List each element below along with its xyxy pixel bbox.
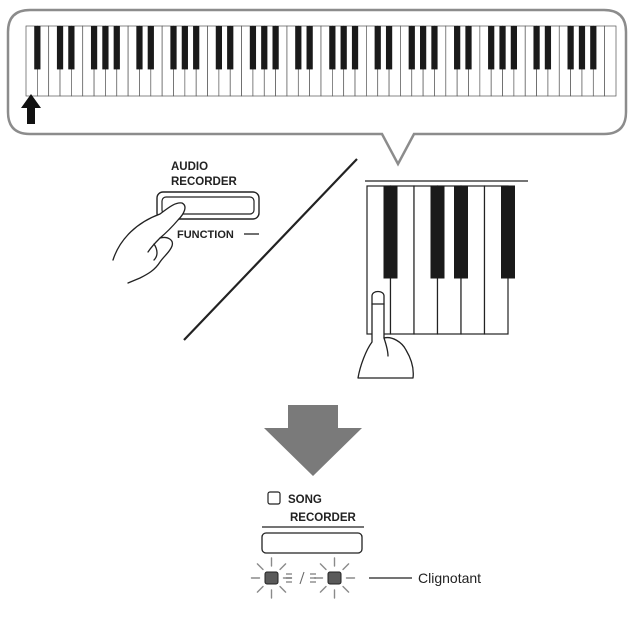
square-icon [267, 491, 281, 505]
keyboard-black-key [193, 26, 200, 70]
keyboard-black-key [215, 26, 222, 70]
keyboard-black-key [465, 26, 472, 70]
keyboard-black-key [590, 26, 597, 70]
keyboard-black-key [454, 26, 461, 70]
keyboard-white-key [604, 25, 617, 97]
blink-ray [319, 563, 327, 571]
keyboard-black-key [329, 26, 336, 70]
left-indicator-lamp [264, 571, 279, 585]
song-recorder-label: RECORDER [290, 512, 357, 524]
keyboard-black-key [340, 26, 347, 70]
zoom-black-key [501, 185, 515, 279]
keyboard-black-key [90, 26, 98, 70]
keyboard-black-key [567, 26, 574, 70]
keyboard-black-key [170, 26, 177, 70]
zoom-black-key [454, 185, 468, 279]
keyboard-black-key [34, 26, 41, 70]
blink-ray [342, 585, 350, 593]
keyboard-black-key [499, 26, 506, 70]
song-label: SONG [288, 494, 322, 506]
keyboard-black-key [68, 26, 75, 70]
hand-press-icon [112, 202, 186, 284]
keyboard-black-key [102, 26, 109, 70]
blink-ray [256, 585, 264, 593]
blinking-label: Clignotant [418, 570, 481, 586]
keyboard-black-key [249, 26, 257, 70]
keyboard-black-key [578, 26, 586, 70]
keyboard-black-key [261, 26, 268, 70]
keyboard-black-key [533, 26, 540, 70]
full-keyboard [25, 25, 617, 97]
right-indicator-lamp [327, 571, 342, 585]
zoom-black-key [383, 185, 398, 279]
keyboard-black-key [431, 26, 438, 70]
keyboard-black-key [181, 26, 188, 70]
keyboard-black-key [510, 26, 517, 70]
blink-ray [279, 563, 287, 571]
keyboard-black-key [295, 26, 302, 70]
keyboard-black-key [374, 26, 381, 70]
keyboard-black-key [272, 26, 279, 70]
zoom-keyboard [365, 180, 528, 335]
divider-line [183, 158, 358, 341]
blink-ray [279, 585, 287, 593]
finger-press-icon [357, 290, 414, 379]
record-play-glyphs [286, 571, 316, 585]
audio-label: AUDIO [171, 161, 208, 173]
keyboard-black-key [147, 26, 154, 70]
keyboard-black-key [227, 26, 234, 70]
keyboard-black-key [385, 26, 393, 70]
keyboard-black-key [488, 26, 495, 70]
up-arrow-icon [21, 94, 41, 124]
keyboard-black-key [306, 26, 313, 70]
blink-ray [256, 563, 264, 571]
zoom-black-key [430, 185, 445, 279]
blink-burst-icon [313, 557, 356, 599]
keyboard-black-key [408, 26, 415, 70]
keyboard-black-key [420, 26, 427, 70]
keyboard-black-key [136, 26, 143, 70]
keyboard-black-key [56, 26, 64, 70]
blink-ray [342, 563, 350, 571]
blink-burst-icon [250, 557, 293, 599]
audio-recorder-label: RECORDER [171, 176, 238, 188]
function-label: FUNCTION [177, 229, 234, 241]
down-arrow-icon [264, 405, 362, 476]
song-recorder-button[interactable] [261, 532, 363, 554]
keyboard-black-key [544, 26, 552, 70]
blink-ray [319, 585, 327, 593]
keyboard-black-key [351, 26, 359, 70]
keyboard-black-key [113, 26, 120, 70]
